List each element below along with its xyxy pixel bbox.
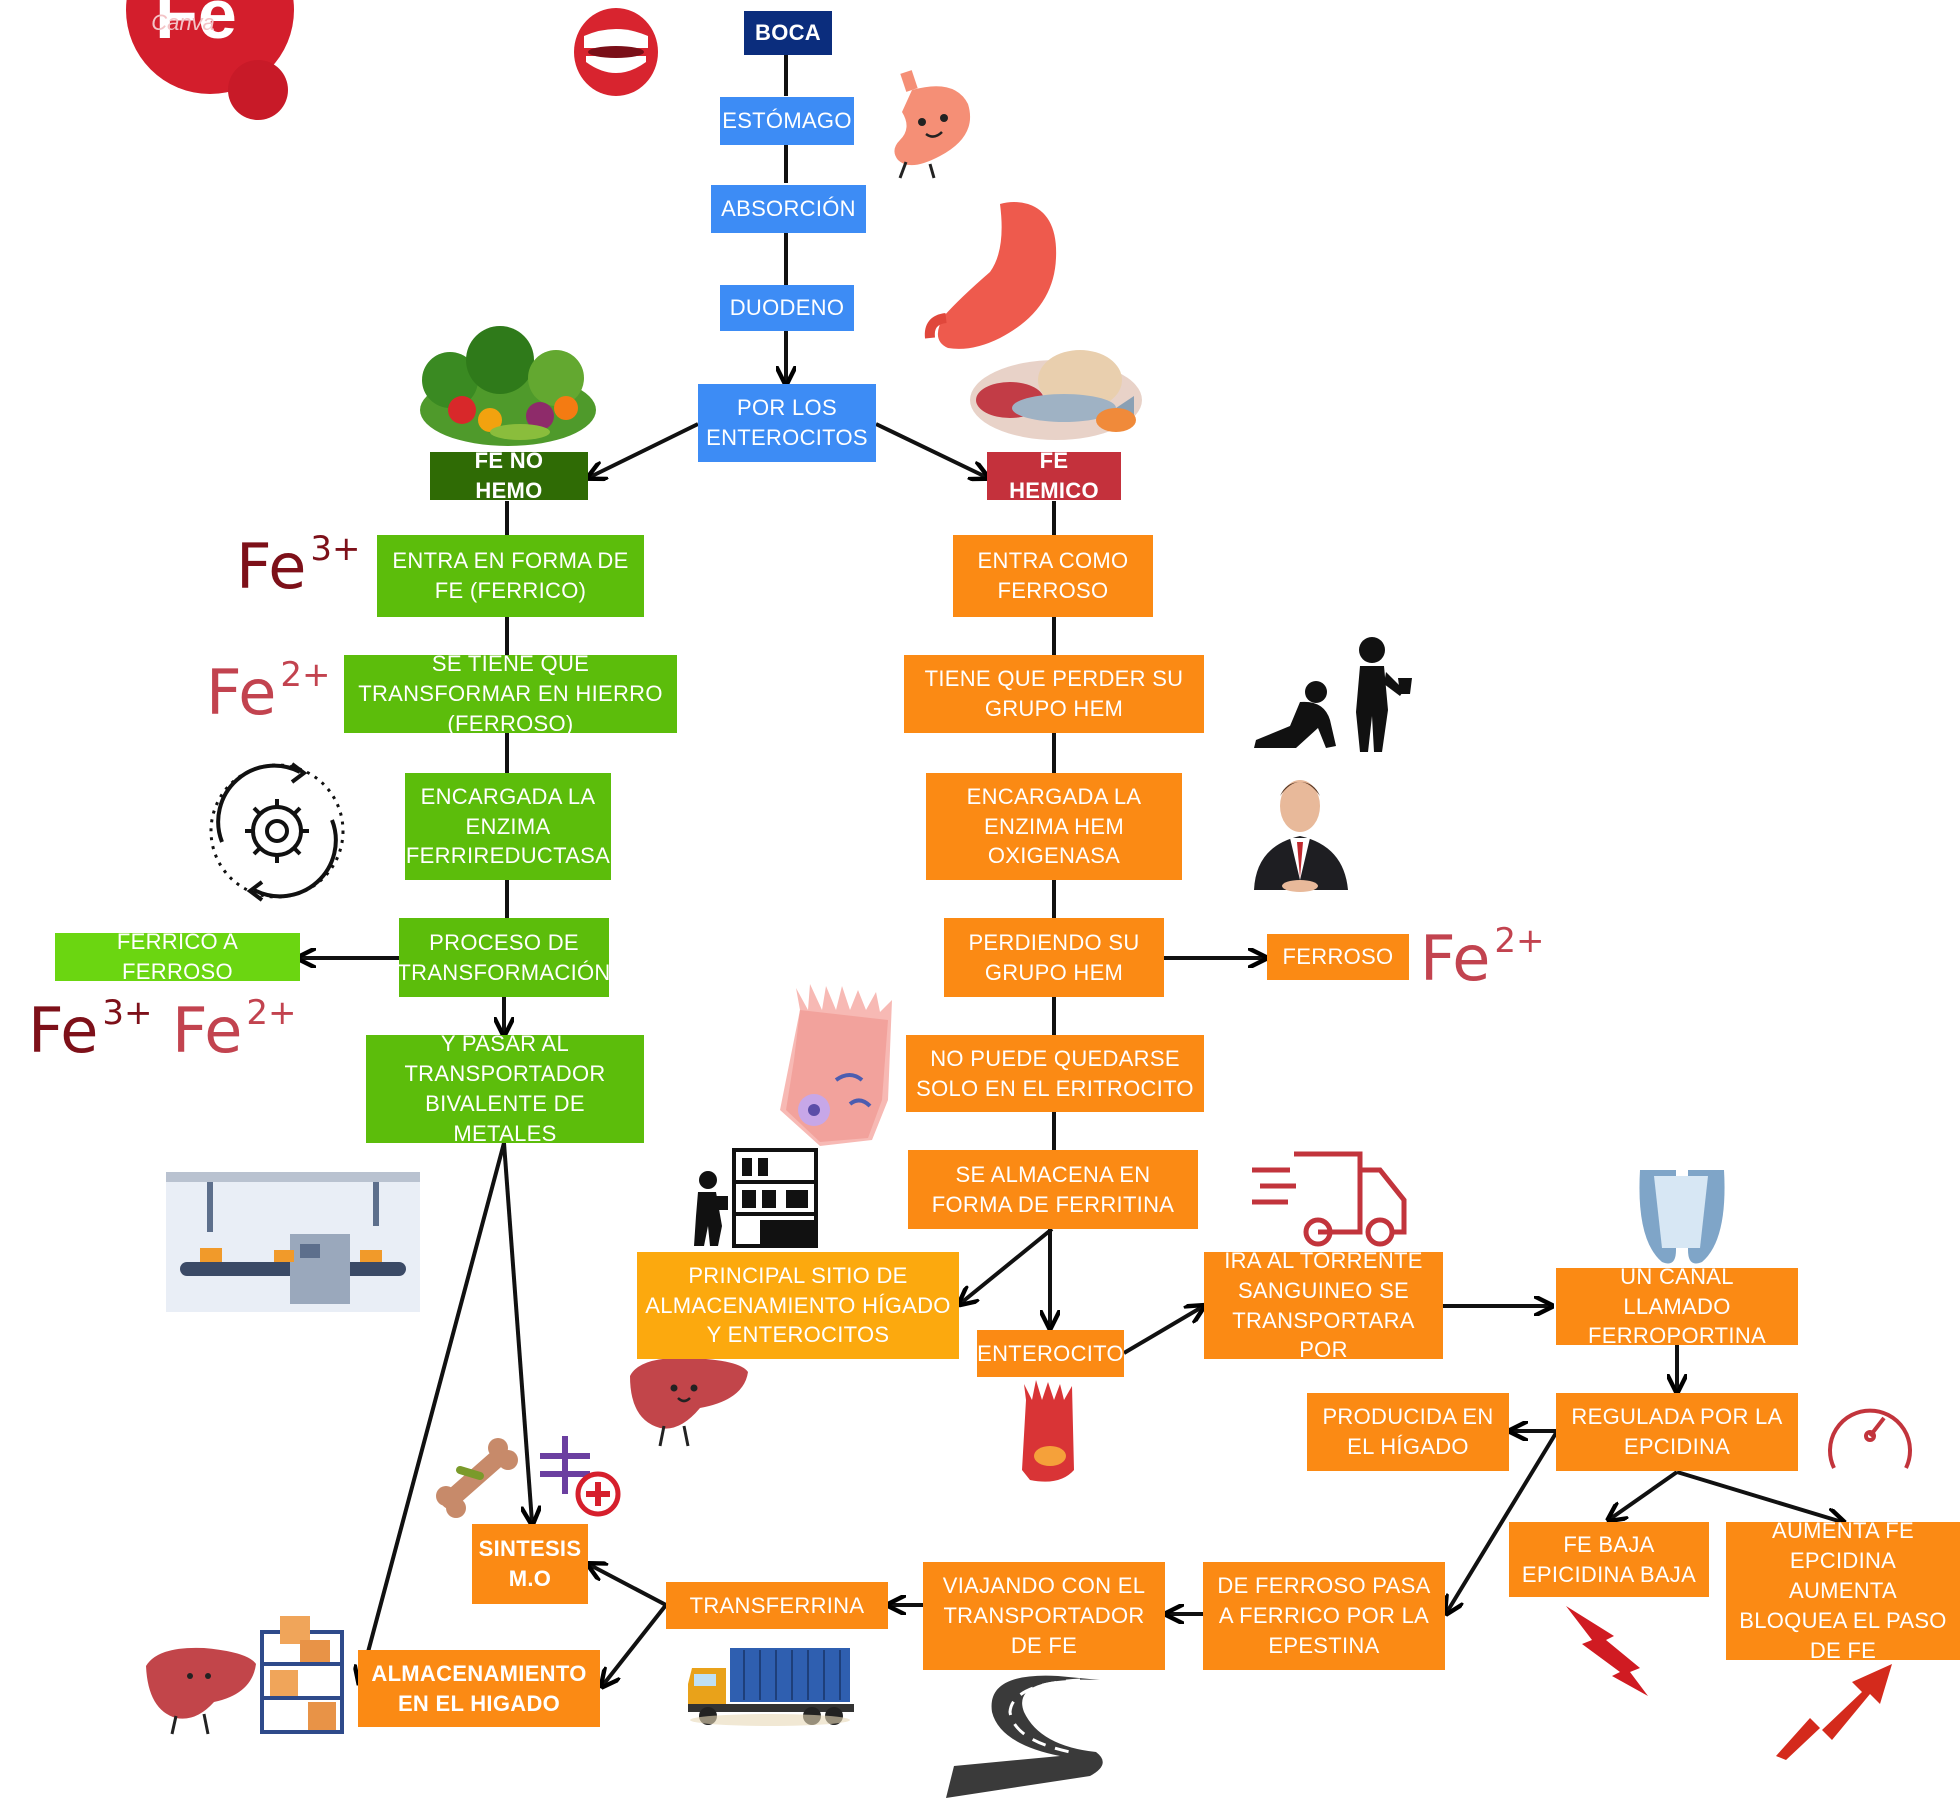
node-sintesis: SINTESIS M.O [472, 1524, 588, 1604]
gear-cycle-icon [209, 762, 345, 902]
bone-icon [436, 1438, 518, 1518]
people-trophy-icon [1254, 637, 1412, 752]
node-hemico-eritrocito: NO PUEDE QUEDARSE SOLO EN EL ERITROCITO [906, 1035, 1204, 1112]
mouth-icon [574, 8, 658, 96]
node-producida: PRODUCIDA EN EL HÍGADO [1307, 1393, 1509, 1471]
node-fe-hemico: FE HEMICO [987, 448, 1121, 503]
node-principal-sitio: PRINCIPAL SITIO DE ALMACENAMIENTO HÍGADO… [637, 1252, 959, 1359]
node-ferroso-a-ferrico: DE FERROSO PASA A FERRICO POR LA EPESTIN… [1203, 1562, 1445, 1670]
node-torrente: IRÁ AL TORRENTE SANGUINEO SE TRANSPORTAR… [1204, 1248, 1443, 1362]
node-aumenta-fe: AUMENTA FE EPCIDINA AUMENTA BLOQUEA EL P… [1726, 1518, 1960, 1663]
liver-shelf-icon [146, 1616, 344, 1735]
container-truck-icon [688, 1648, 854, 1726]
businessman-icon [1254, 780, 1348, 892]
factory-line-icon [166, 1172, 420, 1312]
gauge-icon [1828, 1408, 1912, 1469]
node-absorcion: ABSORCIÓN [711, 185, 866, 233]
stomach-organ-icon [924, 202, 1057, 349]
connector-lines [300, 55, 1842, 1685]
node-hemico-entra: ENTRA COMO FERROSO [953, 535, 1153, 617]
node-no-hemo-entra: ENTRA EN FORMA DE FE (FERRICO) [377, 535, 644, 617]
node-viajando: VIAJANDO CON EL TRANSPORTADOR DE FE [923, 1562, 1165, 1670]
node-fe-baja: FE BAJA EPICIDINA BAJA [1509, 1522, 1709, 1597]
node-almacenamiento-higado: ALMACENAMIENTO EN EL HIGADO [358, 1650, 600, 1727]
node-duodeno: DUODENO [720, 285, 854, 331]
stomach-character-icon [894, 70, 971, 179]
node-no-hemo-enzima: ENCARGADA LA ENZIMA FERRIREDUCTASA [405, 773, 611, 880]
node-fe-no-hemo: FE NO HEMO [430, 448, 588, 503]
vegetables-icon [420, 326, 596, 446]
node-no-hemo-proceso: PROCESO DE TRANSFORMACIÓN [397, 918, 610, 997]
up-arrow-icon [1776, 1664, 1892, 1760]
node-estomago: ESTÓMAGO [720, 97, 854, 145]
warehouse-worker-icon [694, 1148, 818, 1248]
node-transferrina: TRANSFERRINA [666, 1582, 888, 1629]
fe-logo-text: Fe [155, 0, 237, 53]
intestine-villi-icon [1022, 1380, 1074, 1482]
node-hemico-perder: TIENE QUE PERDER SU GRUPO HEM [904, 655, 1204, 733]
node-hemico-perdiendo: PERDIENDO SU GRUPO HEM [944, 918, 1164, 997]
node-boca: BOCA [744, 11, 832, 55]
node-ferroso: FERROSO [1267, 934, 1409, 980]
plus-minus-icon [540, 1436, 621, 1517]
node-ferrico-a-ferroso: FERRICO A FERROSO [55, 929, 300, 984]
node-enterocitos: POR LOS ENTEROCITOS [698, 384, 876, 462]
meat-fish-icon [970, 350, 1142, 440]
node-no-hemo-transportador: Y PASAR AL TRANSPORTADOR BIVALENTE DE ME… [366, 1031, 644, 1146]
down-arrow-icon [1566, 1606, 1648, 1696]
liver-character-icon [630, 1357, 748, 1447]
node-enterocito: ENTEROCITO [977, 1330, 1124, 1377]
fe-logo-icon: Fe Canva [126, 0, 294, 120]
enterocyte-cell-icon [780, 984, 892, 1146]
node-hemico-enzima: ENCARGADA LA ENZIMA HEM OXIGENASA [926, 773, 1182, 880]
channel-icon [1639, 1170, 1725, 1264]
node-regulada: REGULADA POR LA EPCIDINA [1556, 1393, 1798, 1471]
canva-watermark: Canva [151, 10, 215, 35]
road-icon [946, 1675, 1103, 1798]
delivery-truck-icon [1252, 1151, 1407, 1247]
node-ferroportina: UN CANAL LLAMADO FERROPORTINA [1556, 1264, 1798, 1348]
node-hemico-ferritina: SE ALMACENA EN FORMA DE FERRITINA [908, 1150, 1198, 1229]
node-no-hemo-transformar: SE TIENE QUE TRANSFORMAR EN HIERRO (FERR… [344, 651, 677, 736]
